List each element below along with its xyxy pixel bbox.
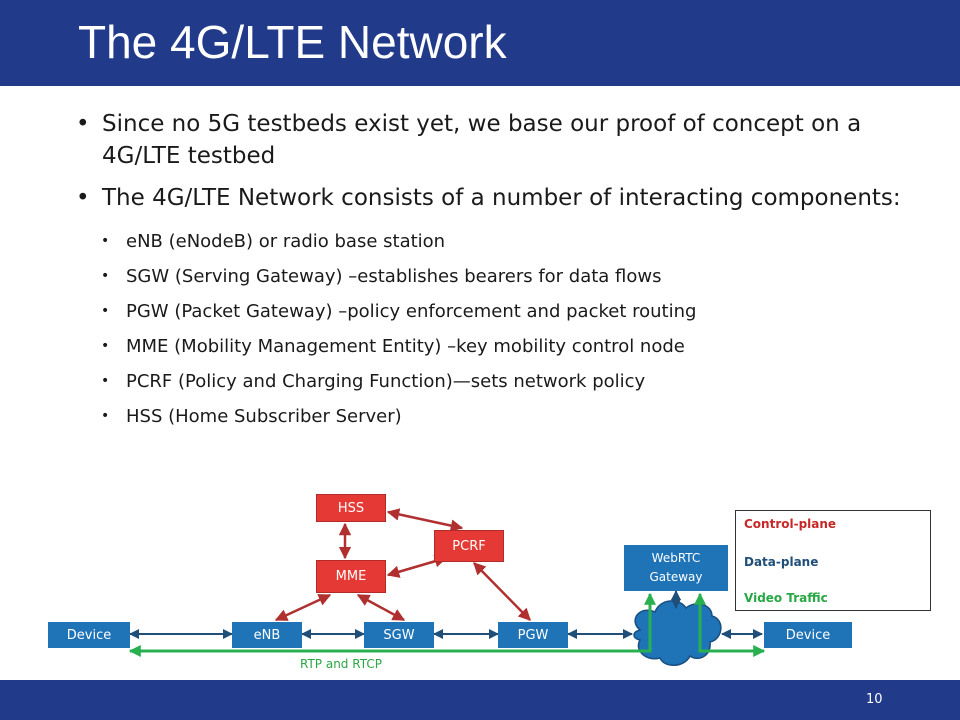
network-cloud-icon [633, 600, 722, 666]
webrtc-gateway-node: WebRTC Gateway [624, 545, 728, 591]
hss-node: HSS [316, 494, 386, 522]
bullet-dot-icon: • [101, 233, 110, 249]
bullet-list: • Since no 5G testbeds exist yet, we bas… [76, 108, 936, 434]
control-plane-arrow [274, 593, 332, 622]
bullet-item: • The 4G/LTE Network consists of a numbe… [76, 182, 936, 214]
bullet-dot-icon: • [101, 268, 110, 284]
legend-data-plane: Data-plane [744, 555, 819, 569]
title-bar [0, 0, 960, 86]
pgw-node: PGW [498, 622, 568, 648]
bullet-dot-icon: • [101, 338, 110, 354]
pcrf-node: PCRF [434, 530, 504, 562]
slide-title: The 4G/LTE Network [78, 16, 507, 68]
sub-bullet-text: HSS (Home Subscriber Server) [126, 406, 402, 427]
sub-bullet-text: SGW (Serving Gateway) –establishes beare… [126, 266, 662, 287]
webrtc-gateway-label-line2: Gateway [649, 570, 703, 584]
bullet-dot-icon: • [101, 373, 110, 389]
sub-bullet-item: • SGW (Serving Gateway) –establishes bear… [76, 259, 936, 294]
legend-control-plane: Control-plane [744, 517, 837, 531]
control-plane-arrow [473, 562, 531, 621]
page-number: 10 [866, 692, 883, 707]
device-right-node: Device [764, 622, 852, 648]
video-traffic-path [128, 592, 656, 657]
sub-bullet-text: PGW (Packet Gateway) –policy enforcement… [126, 301, 697, 322]
bullet-text: The 4G/LTE Network consists of a number … [102, 185, 901, 211]
sub-bullet-text: MME (Mobility Management Entity) –key mo… [126, 336, 685, 357]
sub-bullet-text: PCRF (Policy and Charging Function)—sets… [126, 371, 646, 392]
sub-bullet-item: • MME (Mobility Management Entity) –key m… [76, 329, 936, 364]
bullet-dot-icon: • [101, 408, 110, 424]
mme-node: MME [316, 560, 386, 593]
enb-node: eNB [232, 622, 302, 648]
webrtc-gateway-label-line1: WebRTC [651, 551, 701, 565]
diagram-legend: Control-plane Data-plane Video Traffic [735, 510, 931, 611]
sub-bullet-item: • PGW (Packet Gateway) –policy enforcemen… [76, 294, 936, 329]
bullet-text: Since no 5G testbeds exist yet, we base … [102, 111, 862, 169]
bullet-dot-icon: • [101, 303, 110, 319]
bullet-dot-icon: • [76, 111, 90, 137]
device-left-node: Device [48, 622, 130, 648]
sub-bullet-text: eNB (eNodeB) or radio base station [126, 231, 446, 252]
sub-bullet-item: • PCRF (Policy and Charging Function)—set… [76, 364, 936, 399]
video-traffic-path [694, 592, 766, 657]
bullet-item: • Since no 5G testbeds exist yet, we bas… [76, 108, 936, 172]
sub-bullet-item: • eNB (eNodeB) or radio base station [76, 224, 936, 259]
sub-bullet-item: • HSS (Home Subscriber Server) [76, 399, 936, 434]
bullet-dot-icon: • [76, 185, 90, 211]
footer-bar [0, 680, 960, 720]
sgw-node: SGW [364, 622, 434, 648]
control-plane-arrow [386, 508, 464, 532]
rtp-rtcp-label: RTP and RTCP [300, 657, 382, 671]
control-plane-arrow [356, 593, 406, 622]
legend-video-traffic: Video Traffic [744, 591, 828, 605]
